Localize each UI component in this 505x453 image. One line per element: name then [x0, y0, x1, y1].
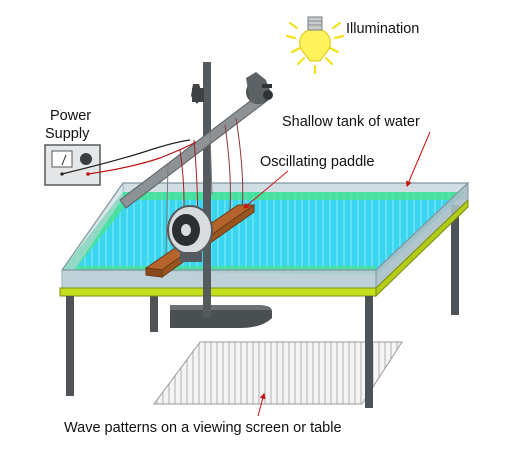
- label-power-supply-line1: Power: [50, 108, 91, 124]
- stand-pole: [191, 62, 211, 317]
- paddle-pointer-arrow: [243, 170, 289, 209]
- light-bulb: [285, 16, 345, 75]
- label-illumination: Illumination: [346, 21, 419, 37]
- table-back-legs: [150, 205, 459, 332]
- power-cables: [61, 139, 197, 175]
- tank-pointer-arrow: [406, 131, 431, 188]
- water-tank: [61, 181, 470, 290]
- motor: [167, 205, 213, 262]
- label-power-supply-line2: Supply: [45, 126, 90, 142]
- label-wave-patterns: Wave patterns on a viewing screen or tab…: [64, 420, 342, 436]
- label-shallow-tank: Shallow tank of water: [282, 114, 420, 130]
- label-oscillating-paddle: Oscillating paddle: [260, 154, 374, 170]
- pointer-arrows: [243, 131, 431, 417]
- table-front-legs: [66, 296, 373, 408]
- stand-base: [170, 305, 272, 328]
- viewing-screen: [153, 341, 403, 405]
- power-supply: [44, 144, 101, 186]
- rod-clamp: [246, 72, 273, 104]
- table-top: [59, 198, 469, 298]
- screen-pointer-arrow: [257, 392, 266, 417]
